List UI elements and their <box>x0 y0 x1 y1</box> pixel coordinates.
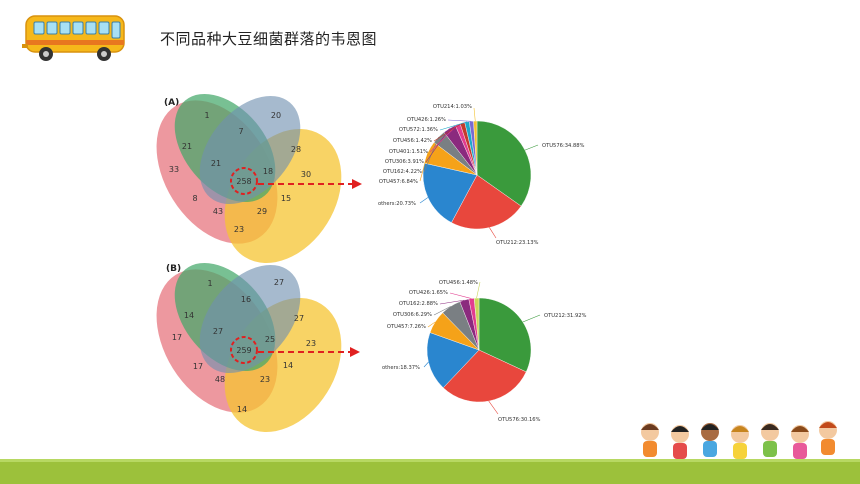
venn-region: 14 <box>283 361 293 370</box>
venn-region: 16 <box>241 295 251 304</box>
venn-ellipse-b-blue <box>199 264 301 374</box>
venn-region: 23 <box>234 225 244 234</box>
pie-leader-line <box>419 197 429 204</box>
venn-core-highlight-b <box>230 336 258 364</box>
pie-leader-line <box>423 361 429 368</box>
pie-slice-label: OTU212:31.92% <box>544 313 587 319</box>
venn-region: 21 <box>211 159 221 168</box>
pie-slice-label: OTU162:2.88% <box>399 301 438 307</box>
venn-region: 27 <box>274 278 284 287</box>
venn-region: 1 <box>207 279 212 288</box>
arrow-head-b <box>350 347 360 357</box>
pie-slice-label: OTU401:1.51% <box>389 149 428 155</box>
pie-leader-line <box>522 314 541 323</box>
venn-region: 30 <box>301 170 311 179</box>
pie-slice <box>442 349 527 403</box>
pie-slice-label: OTU162:4.22% <box>383 169 422 175</box>
pie-slice-label: OTU426:1.26% <box>407 117 446 123</box>
pie-slice-label: OTU456:1.42% <box>393 138 432 144</box>
pie-leader-line <box>489 227 497 239</box>
children-illustration-icon <box>641 421 837 459</box>
pie-slice-label: OTU306:3.91% <box>385 159 424 165</box>
venn-region: 7 <box>238 127 243 136</box>
venn-region: 33 <box>169 165 179 174</box>
pie-leader-line <box>419 152 429 182</box>
venn-region: 43 <box>213 207 223 216</box>
pie-slice <box>476 120 532 207</box>
pie-leader-line <box>439 299 465 305</box>
ground-highlight <box>0 459 860 462</box>
pie-leader-line <box>427 321 436 328</box>
pie-slice-label: OTU576:34.88% <box>542 143 585 149</box>
venn-region: 259 <box>236 346 251 355</box>
pie-slice-label: OTU214:1.03% <box>433 104 472 110</box>
pie-chart-a: OTU576:34.88% OTU212:23.13% others:20.73% O… <box>378 104 585 246</box>
venn-region: 25 <box>265 335 275 344</box>
panel-label-b: (B) <box>166 264 181 274</box>
pie-slice <box>451 174 522 230</box>
venn-diagram-b: (B) 1 27 16 14 27 17 27 25 23 259 17 48 … <box>156 262 360 432</box>
pie-slice-label: OTU572:1.36% <box>399 127 438 133</box>
venn-region: 18 <box>263 167 273 176</box>
pie-slice-label: OTU576:30.16% <box>498 417 541 423</box>
venn-region: 14 <box>237 405 247 414</box>
pie-slice <box>473 297 480 351</box>
pie-leader-line <box>449 292 472 299</box>
pie-leader-line <box>524 144 539 151</box>
pie-slice-label: OTU456:1.48% <box>439 280 478 286</box>
venn-region-labels-b: 1 27 16 14 27 17 27 25 23 259 17 48 23 1… <box>172 278 316 414</box>
venn-region: 8 <box>192 194 197 203</box>
pie-slice-label: OTU426:1.65% <box>409 290 448 296</box>
pie-leader-line <box>476 281 481 299</box>
pie-slice-label: OTU457:7.26% <box>387 324 426 330</box>
venn-region: 27 <box>213 327 223 336</box>
venn-region: 17 <box>172 333 182 342</box>
venn-region: 20 <box>271 111 281 120</box>
pie-slice-label: others:20.73% <box>378 201 416 207</box>
pie-leader-line <box>439 121 468 131</box>
venn-region: 15 <box>281 194 291 203</box>
pie-leader-line <box>433 122 463 142</box>
pie-slice <box>478 297 532 373</box>
venn-region: 17 <box>193 362 203 371</box>
venn-region: 27 <box>294 314 304 323</box>
page-title: 不同品种大豆细菌群落的韦恩图 <box>160 30 378 48</box>
venn-region: 258 <box>236 177 251 186</box>
pie-slice-label: others:18.37% <box>382 365 420 371</box>
pie-leader-line <box>433 306 451 316</box>
venn-region: 29 <box>257 207 267 216</box>
pie-leader-line <box>473 107 476 122</box>
pie-leader-line <box>488 400 499 415</box>
pie-slice-label: OTU212:23.13% <box>496 240 539 246</box>
venn-region: 21 <box>182 142 192 151</box>
venn-region: 14 <box>184 311 194 320</box>
pie-slice-label: OTU306:6.29% <box>393 312 432 318</box>
venn-diagram-a: (A) 1 20 7 21 28 33 21 18 30 258 8 43 29… <box>156 93 362 263</box>
venn-region: 1 <box>204 111 209 120</box>
pie-leader-line <box>447 119 472 122</box>
pie-leader-line <box>425 128 450 163</box>
venn-region: 28 <box>291 145 301 154</box>
venn-region: 23 <box>306 339 316 348</box>
arrow-head-a <box>352 179 362 189</box>
panel-label-a: (A) <box>164 98 179 108</box>
venn-region-labels-a: 1 20 7 21 28 33 21 18 30 258 8 43 29 15 … <box>169 111 311 234</box>
venn-ellipse-a-blue <box>199 95 301 205</box>
pie-chart-b: OTU212:31.92% OTU576:30.16% others:18.37% O… <box>382 280 587 423</box>
venn-core-highlight-a <box>230 167 258 195</box>
school-bus-icon <box>22 15 125 61</box>
venn-region: 48 <box>215 375 225 384</box>
pie-slice-label: OTU457:6.84% <box>379 179 418 185</box>
ground-strip <box>0 462 860 484</box>
venn-region: 23 <box>260 375 270 384</box>
